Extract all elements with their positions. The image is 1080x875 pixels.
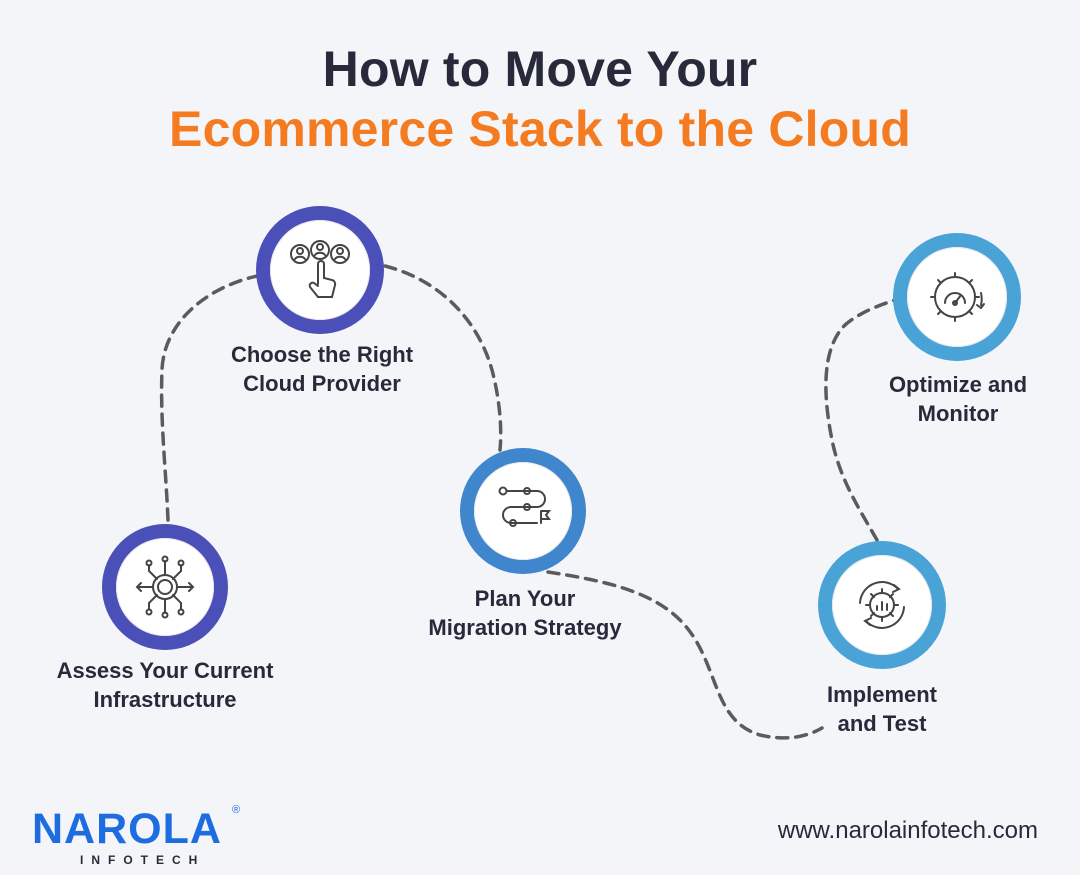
path-step2-step3 bbox=[383, 264, 503, 452]
step-4-label-line-1: Implement bbox=[826, 682, 938, 707]
website-url[interactable]: www.narolainfotech.com bbox=[777, 817, 1038, 844]
step-3-label-line-1: Plan Your bbox=[474, 586, 576, 611]
step-3-label: Plan Your Migration Strategy bbox=[385, 584, 665, 642]
logo-wordmark: NAROLA bbox=[32, 805, 222, 853]
step-3-label-line-2: Migration Strategy bbox=[428, 615, 622, 640]
logo-subtitle: INFOTECH bbox=[80, 853, 206, 867]
step-5-label-line-2: Monitor bbox=[917, 401, 999, 426]
step-3-circle bbox=[460, 448, 586, 574]
step-5-label: Optimize and Monitor bbox=[818, 370, 1080, 428]
step-1-label-line-1: Assess Your Current bbox=[56, 658, 274, 683]
path-step1-step2 bbox=[159, 273, 264, 522]
step-2-circle bbox=[256, 206, 384, 334]
step-5-label-line-1: Optimize and bbox=[888, 372, 1028, 397]
step-2-inner bbox=[270, 220, 370, 320]
step-5-inner bbox=[907, 247, 1007, 347]
path-step3-step4 bbox=[546, 570, 824, 740]
select-person-icon bbox=[290, 240, 350, 298]
brand-logo[interactable]: NAROLA ® INFOTECH bbox=[32, 804, 240, 867]
step-1-label-line-2: Infrastructure bbox=[93, 687, 237, 712]
step-5-circle bbox=[893, 233, 1021, 361]
gauge-gear-icon bbox=[930, 272, 985, 322]
step-4-inner bbox=[832, 555, 932, 655]
step-4-label-line-2: and Test bbox=[837, 711, 927, 736]
step-2-label: Choose the Right Cloud Provider bbox=[182, 340, 462, 398]
title-line-2: Ecommerce Stack to the Cloud bbox=[169, 101, 911, 157]
title-line-1: How to Move Your bbox=[322, 41, 758, 97]
step-1-inner bbox=[116, 538, 214, 636]
step-4-circle bbox=[818, 541, 946, 669]
logo-registered-mark: ® bbox=[232, 804, 241, 816]
network-hub-icon bbox=[135, 555, 195, 619]
gear-chart-cycle-icon bbox=[859, 581, 905, 629]
step-3-inner bbox=[474, 462, 572, 560]
step-2-label-line-1: Choose the Right bbox=[230, 342, 414, 367]
step-1-label: Assess Your Current Infrastructure bbox=[25, 656, 305, 714]
route-flag-icon bbox=[498, 486, 551, 527]
path-step4-step5 bbox=[824, 298, 897, 542]
step-2-label-line-2: Cloud Provider bbox=[243, 371, 401, 396]
step-4-label: Implement and Test bbox=[742, 680, 1022, 738]
step-1-circle bbox=[102, 524, 228, 650]
